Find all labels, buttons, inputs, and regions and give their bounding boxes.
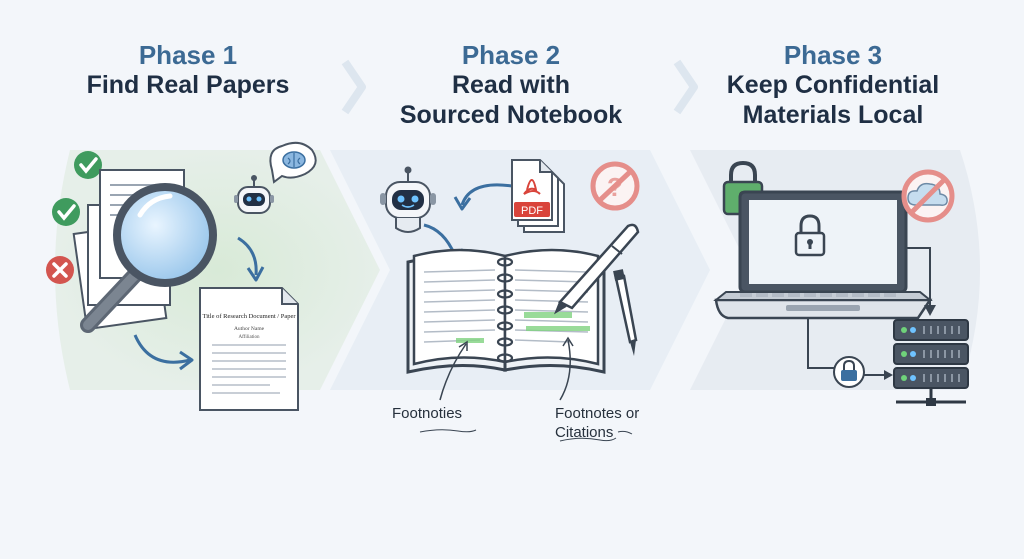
notebook-icon xyxy=(406,248,606,374)
lock-icon xyxy=(794,214,826,257)
pen-icon xyxy=(613,269,638,356)
no-question-icon: ? xyxy=(590,161,640,211)
lock-icon xyxy=(833,356,865,388)
phase-1-heading: Phase 1 Find Real Papers xyxy=(38,40,338,100)
robot-icon xyxy=(380,166,436,233)
robot-icon xyxy=(234,175,274,214)
footnote-caption-right-line1: Footnotes or xyxy=(555,405,640,422)
footnote-caption-left-text: Footnoties xyxy=(392,405,463,422)
magnifier-icon xyxy=(80,183,217,333)
phase-2-heading: Phase 2 Read with Sourced Notebook xyxy=(361,40,661,130)
phase-2-title-line2: Sourced Notebook xyxy=(399,101,623,129)
phase-2-label: Phase 2 xyxy=(461,40,561,70)
phase-1-label: Phase 1 xyxy=(138,40,238,70)
arrow-to-paper xyxy=(237,236,258,276)
footnote-caption-left: Footnoties xyxy=(392,404,462,423)
paper-title: Title of Research Document / Paper xyxy=(202,313,296,320)
phase-3-title-line1: Keep Confidential xyxy=(726,71,940,99)
no-cloud-icon xyxy=(901,169,955,223)
check-icon xyxy=(52,198,80,226)
server-icon xyxy=(893,319,969,406)
phase-3-heading: Phase 3 Keep Confidential Materials Loca… xyxy=(683,40,983,130)
paper-author: Author Name xyxy=(234,326,265,332)
check-icon xyxy=(74,151,102,179)
phase-3-title-line2: Materials Local xyxy=(742,101,924,129)
arrow-pdf-to-notebook xyxy=(460,183,513,206)
brain-icon xyxy=(269,141,317,184)
arrow-footnote-right xyxy=(559,339,571,401)
found-paper xyxy=(199,287,299,411)
chevron-right-icon xyxy=(673,59,698,115)
chevron-right-icon xyxy=(341,59,366,115)
cross-icon xyxy=(46,256,74,284)
paper-affiliation: Affiliation xyxy=(238,335,260,340)
pdf-icon: PDF xyxy=(511,159,565,233)
arrow-footnote-left xyxy=(439,343,467,401)
phase-2-title-line1: Read with xyxy=(451,71,571,99)
phase-3-label: Phase 3 xyxy=(783,40,883,70)
connector-laptop-lock xyxy=(807,318,834,369)
connector-laptop-server xyxy=(906,247,931,312)
pen-icon xyxy=(553,223,640,315)
pdf-label: PDF xyxy=(521,205,543,217)
arrow-from-magnifier xyxy=(133,334,191,364)
laptop-icon xyxy=(713,190,933,320)
footnote-caption-right-line2: Citations xyxy=(555,424,614,441)
footnote-caption-right: Footnotes or Citations xyxy=(555,404,639,442)
phase-1-title: Find Real Papers xyxy=(86,71,290,99)
